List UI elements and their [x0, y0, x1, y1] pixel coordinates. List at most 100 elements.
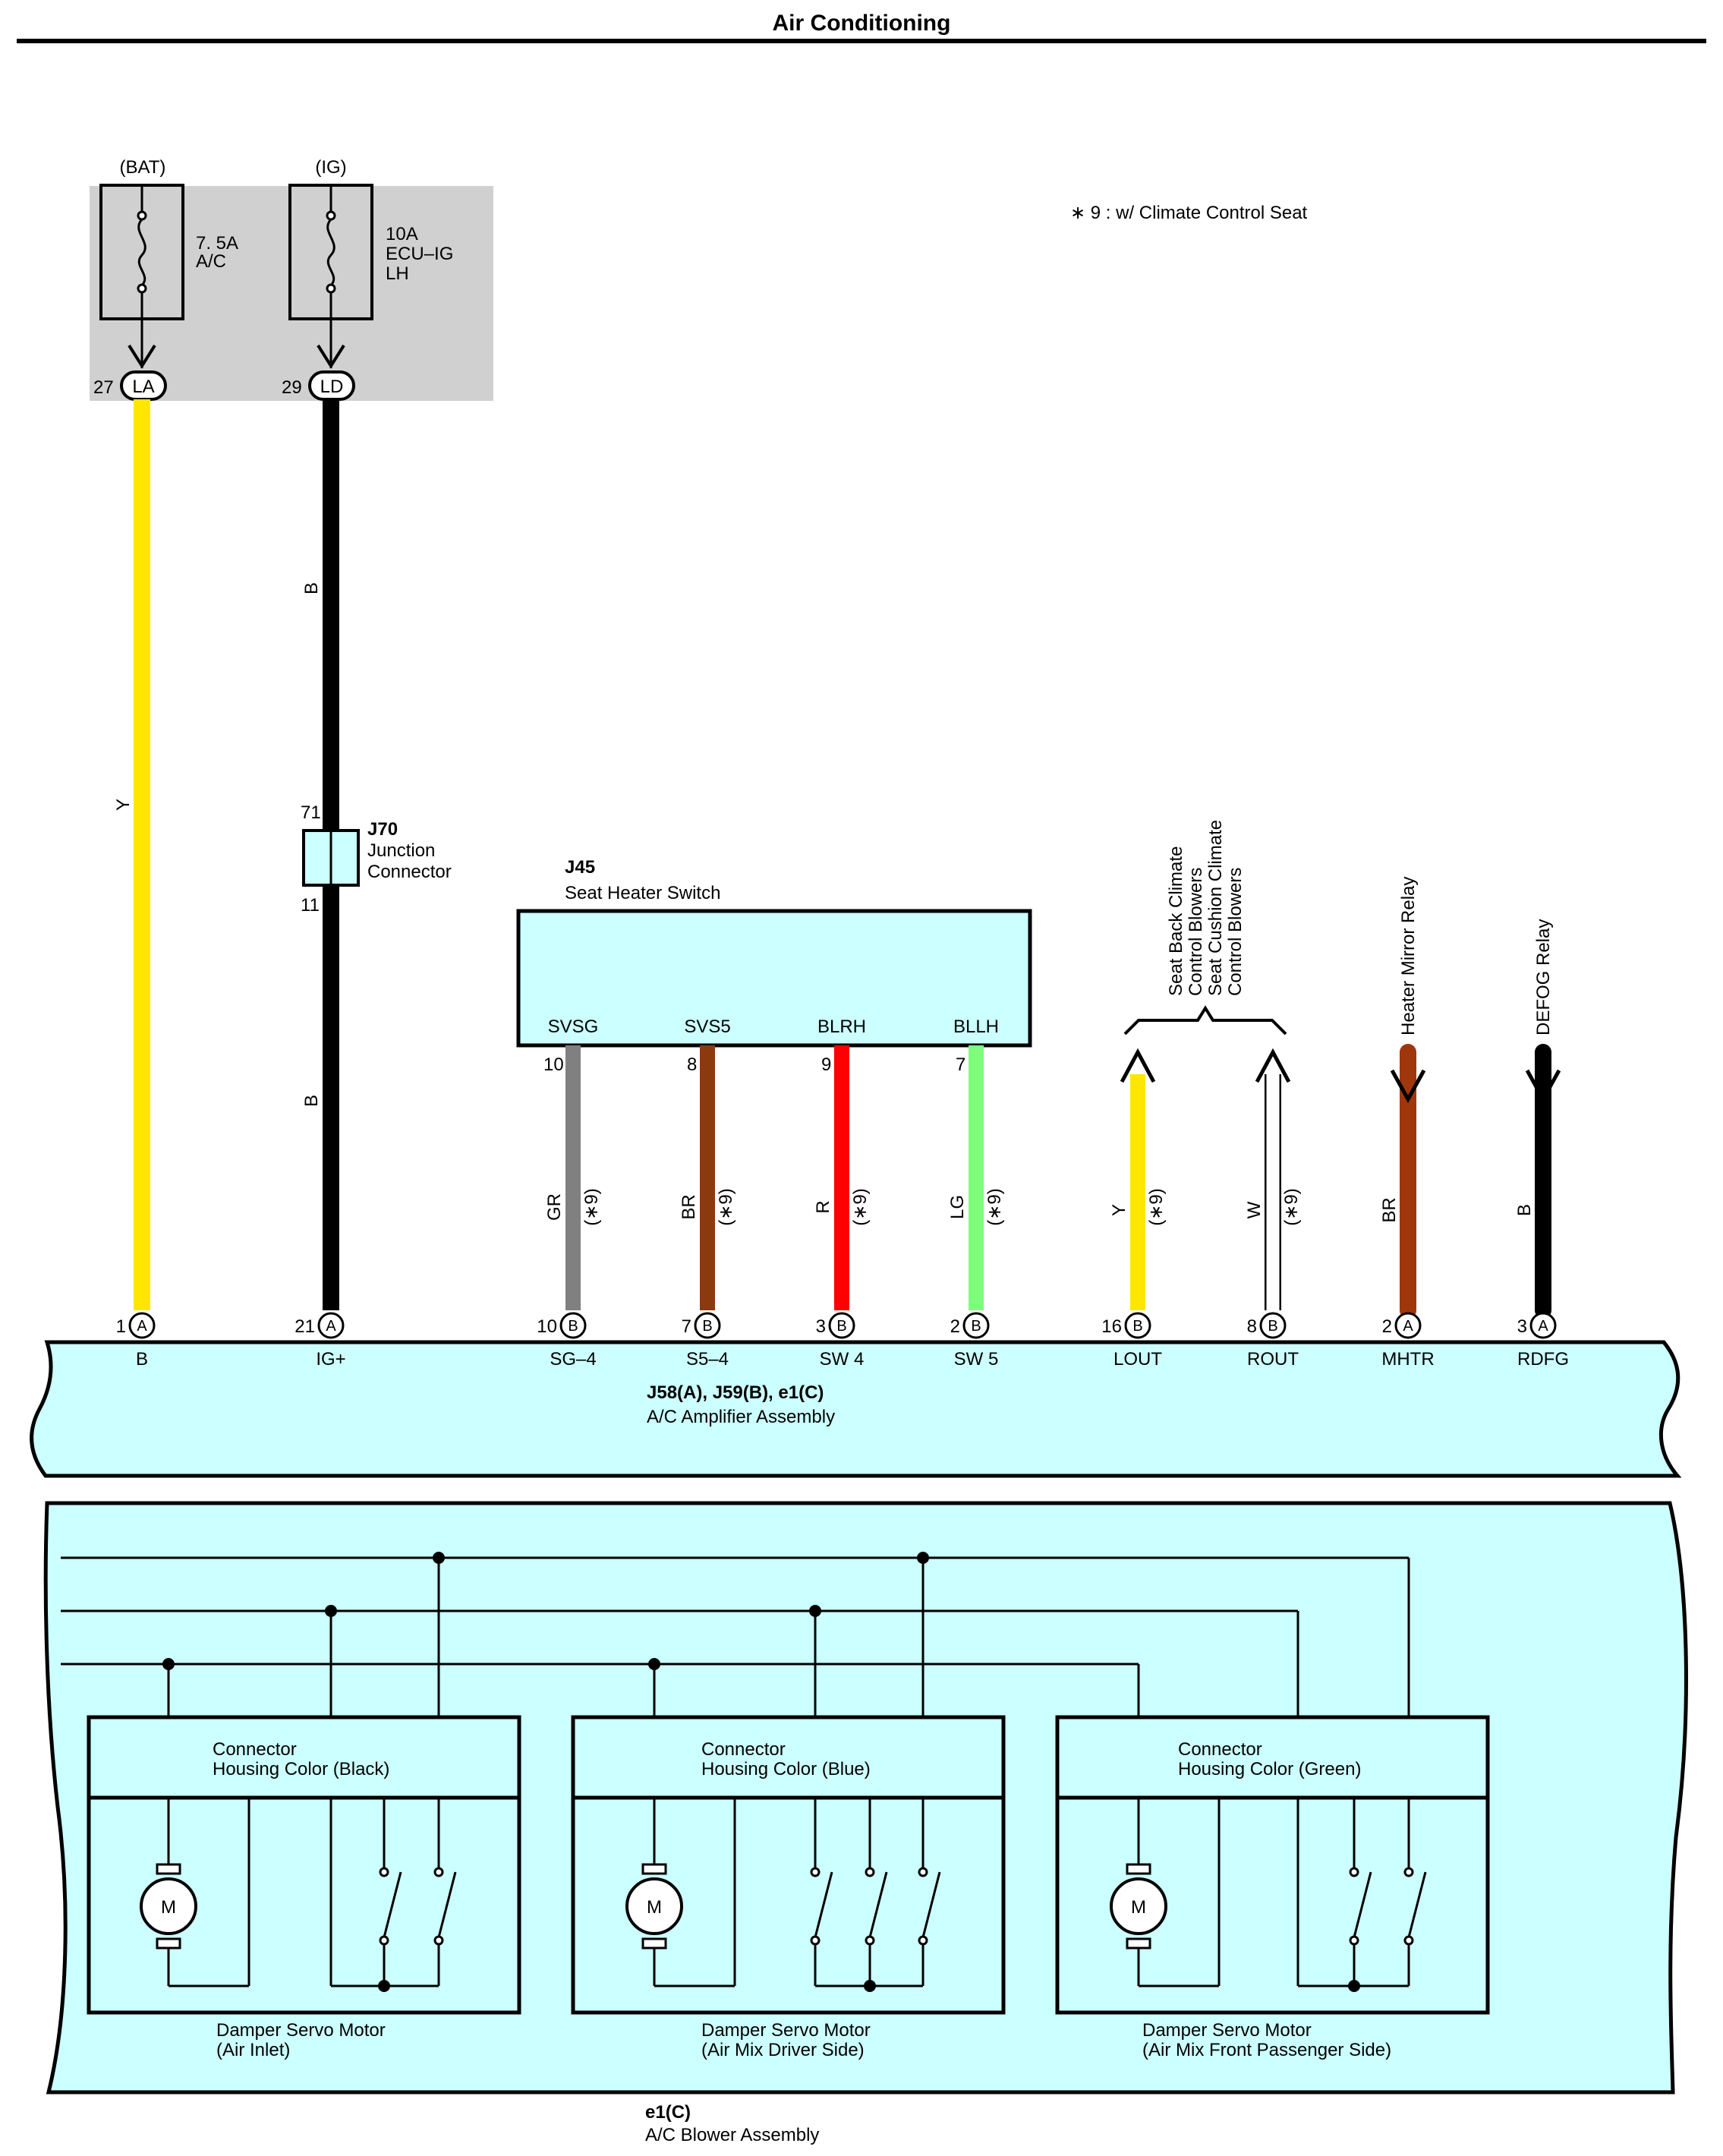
terminal-number: 10 — [537, 1316, 557, 1337]
motor-name: (Air Inlet) — [216, 2040, 290, 2060]
fuse-bat-source: (BAT) — [120, 157, 166, 178]
damper-servo-motor-air-mix-passenger: Connector Housing Color (Green) M — [1055, 1715, 1490, 2060]
motor-header: Connector — [1178, 1739, 1262, 1760]
amplifier-pin-labels: B IG+ SG–4 S5–4 SW 4 SW 5 LOUT ROUT MHTR… — [136, 1349, 1569, 1370]
motor-header: Housing Color (Blue) — [701, 1759, 871, 1779]
ac-amplifier-assembly-box — [30, 1340, 1682, 1478]
terminal-number: 8 — [1247, 1316, 1257, 1337]
fuse-pin-number: 27 — [93, 377, 114, 398]
fuse-name: ECU–IG — [386, 244, 453, 264]
climate-label: Control Blowers — [1186, 868, 1206, 996]
wire-color-code: GR — [544, 1193, 565, 1221]
arrow-down-icon — [1390, 1069, 1426, 1104]
wire-color-code: W — [1244, 1201, 1265, 1218]
junction-name-2: Connector — [367, 862, 452, 882]
arrow-down-icon — [317, 344, 345, 369]
terminal-connector: A — [1538, 1318, 1548, 1335]
amplifier-terminals: A A B B B B B B A A 1 21 10 7 3 2 16 8 2… — [116, 1312, 1557, 1339]
junction-pin-bottom: 11 — [301, 895, 320, 916]
terminal-number: 16 — [1101, 1316, 1122, 1337]
damper-servo-motor-air-mix-driver: Connector Housing Color (Blue) M — [571, 1715, 1006, 2060]
fuse-name-suffix: LH — [386, 263, 409, 284]
motor-name: Damper Servo Motor — [216, 2020, 386, 2041]
terminal-ring — [559, 1312, 587, 1339]
brace-climate-blowers — [1123, 1005, 1287, 1035]
terminal-connector: B — [1268, 1318, 1277, 1335]
terminal-ring — [828, 1312, 855, 1339]
position-switch-icon — [810, 1798, 941, 1992]
junction-pin-top: 71 — [301, 802, 321, 823]
amplifier-name: A/C Amplifier Assembly — [647, 1407, 835, 1427]
wire-color-code: LG — [947, 1195, 968, 1219]
terminal-number: 2 — [950, 1316, 960, 1337]
motor-header: Housing Color (Green) — [1178, 1759, 1361, 1779]
amp-pin-label: SG–4 — [550, 1349, 596, 1370]
amp-pin-label: B — [136, 1349, 148, 1370]
terminal-connector: B — [971, 1318, 981, 1335]
terminal-ring — [1124, 1312, 1151, 1339]
switch-pin-label: SVSG — [548, 1017, 599, 1037]
fuse-pin-number: 29 — [282, 377, 302, 398]
fuse-ig-source: (IG) — [315, 157, 346, 178]
amp-pin-label: SW 5 — [954, 1349, 999, 1370]
climate-label: Seat Cushion Climate — [1205, 820, 1226, 996]
wire-option-tag: (∗9) — [850, 1188, 871, 1225]
climate-label: Seat Back Climate — [1166, 846, 1186, 996]
damper-servo-motor-air-inlet: Connector Housing Color (Black) M — [87, 1715, 521, 2060]
svg-text:M: M — [1131, 1897, 1146, 1918]
terminal-connector: B — [568, 1318, 578, 1335]
bus-lines — [61, 1552, 1410, 1717]
terminal-connector: A — [137, 1318, 147, 1335]
wire-bat-color: Y — [113, 799, 134, 811]
wire-option-tag: (∗9) — [581, 1188, 602, 1225]
wire-color-code: BR — [679, 1194, 699, 1219]
wire-color-code: Y — [1109, 1204, 1129, 1216]
terminal-connector: B — [702, 1318, 712, 1335]
terminal-ring — [1259, 1312, 1287, 1339]
motor-name: Damper Servo Motor — [701, 2020, 871, 2041]
fuse-rating: 10A — [386, 224, 418, 244]
motor-name: Damper Servo Motor — [1142, 2020, 1312, 2041]
svg-text:M: M — [161, 1897, 176, 1918]
switch-pin-label: BLLH — [953, 1017, 999, 1037]
motor-name: (Air Mix Driver Side) — [701, 2040, 865, 2060]
fuse-symbol-icon — [326, 185, 336, 294]
terminal-number: 7 — [682, 1316, 691, 1337]
switch-name: Seat Heater Switch — [565, 883, 720, 903]
amp-pin-label: S5–4 — [686, 1349, 729, 1370]
motor-name: (Air Mix Front Passenger Side) — [1142, 2040, 1391, 2060]
terminal-connector: B — [836, 1318, 846, 1335]
arrow-down-icon — [128, 344, 156, 369]
junction-id: J70 — [367, 819, 398, 840]
amp-pin-label: ROUT — [1247, 1349, 1299, 1370]
svg-text:M: M — [647, 1897, 662, 1918]
wire-option-tag: (∗9) — [1281, 1188, 1302, 1225]
terminal-ring — [962, 1312, 990, 1339]
amp-pin-label: SW 4 — [820, 1349, 865, 1370]
switch-pin-number: 10 — [543, 1054, 564, 1075]
blower-id: e1(C) — [645, 2102, 691, 2123]
heater-mirror-label: Heater Mirror Relay — [1398, 877, 1419, 1035]
terminal-ring — [128, 1312, 156, 1339]
terminal-connector: A — [1403, 1318, 1413, 1335]
connector-la-label: LA — [132, 377, 154, 397]
switch-pin-label: SVS5 — [684, 1017, 730, 1037]
switch-pin-number: 9 — [821, 1054, 831, 1075]
motor-header: Housing Color (Black) — [213, 1759, 389, 1779]
wire-color-code: B — [1514, 1204, 1535, 1216]
motor-symbol-icon: M — [625, 1798, 736, 1987]
motor-symbol-icon: M — [1110, 1798, 1221, 1987]
switch-pin-label: BLRH — [817, 1017, 866, 1037]
amplifier-id: J58(A), J59(B), e1(C) — [647, 1382, 824, 1403]
fuse-rating: 7. 5A — [196, 233, 238, 254]
arrow-up-icon — [1255, 1048, 1291, 1083]
terminal-ring — [317, 1312, 345, 1339]
terminal-connector: A — [326, 1318, 336, 1335]
switch-id: J45 — [565, 857, 595, 878]
switch-pin-number: 8 — [687, 1054, 697, 1075]
blower-name: A/C Blower Assembly — [645, 2125, 819, 2145]
terminal-number: 1 — [116, 1316, 126, 1337]
amp-pin-label: MHTR — [1381, 1349, 1434, 1370]
terminal-ring — [694, 1312, 721, 1339]
